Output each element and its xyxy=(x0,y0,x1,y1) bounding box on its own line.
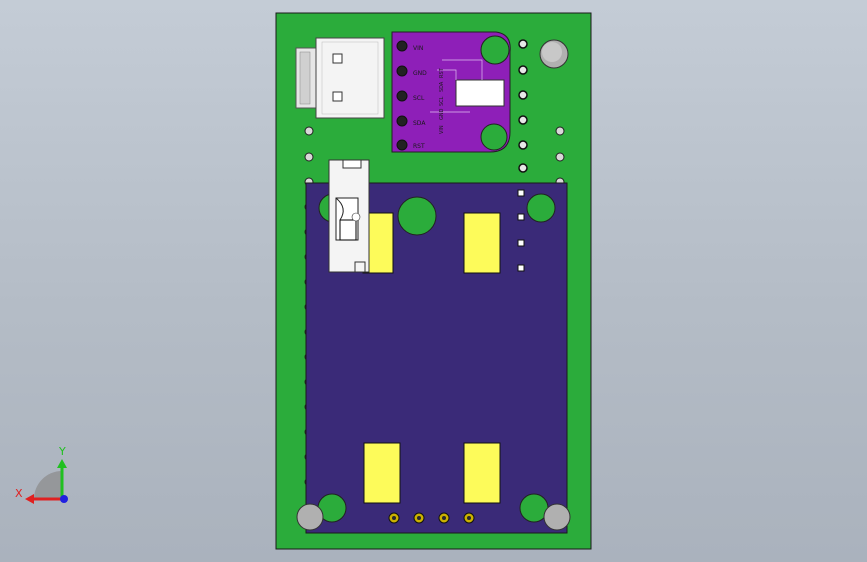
sensor-module[interactable]: VIN GND SCL SDA RST VIN GND SCL SDA RST xyxy=(391,31,511,153)
side-label-sda: SDA xyxy=(439,81,445,92)
side-label-scl: SCL xyxy=(439,96,445,106)
z-axis-dot xyxy=(60,495,68,503)
power-connector[interactable] xyxy=(295,37,385,119)
mounting-hole-top-right xyxy=(539,39,569,69)
pin-label-gnd: GND xyxy=(413,70,427,77)
x-axis-arrow xyxy=(25,494,34,504)
pin-label-vin: VIN xyxy=(413,45,423,52)
y-axis-label: Y xyxy=(58,445,66,458)
side-label-gnd: GND xyxy=(439,108,445,120)
pin-label-scl: SCL xyxy=(413,95,425,102)
triad-quadrant xyxy=(34,471,62,499)
side-label-rst: RST xyxy=(439,67,445,78)
y-axis-arrow xyxy=(57,459,67,468)
view-triad[interactable]: Y X xyxy=(15,445,68,504)
slide-switch[interactable] xyxy=(328,159,370,273)
pin-label-sda: SDA xyxy=(413,120,426,127)
x-axis-label: X xyxy=(15,487,23,500)
sensor-side-silkscreen: VIN GND SCL SDA RST xyxy=(439,67,445,134)
bottom-header-pads xyxy=(388,512,475,524)
sensor-header-pads xyxy=(518,39,528,173)
mounting-holes-bottom xyxy=(296,503,571,531)
side-label-vin: VIN xyxy=(439,125,445,134)
pin-label-rst: RST xyxy=(413,143,425,150)
